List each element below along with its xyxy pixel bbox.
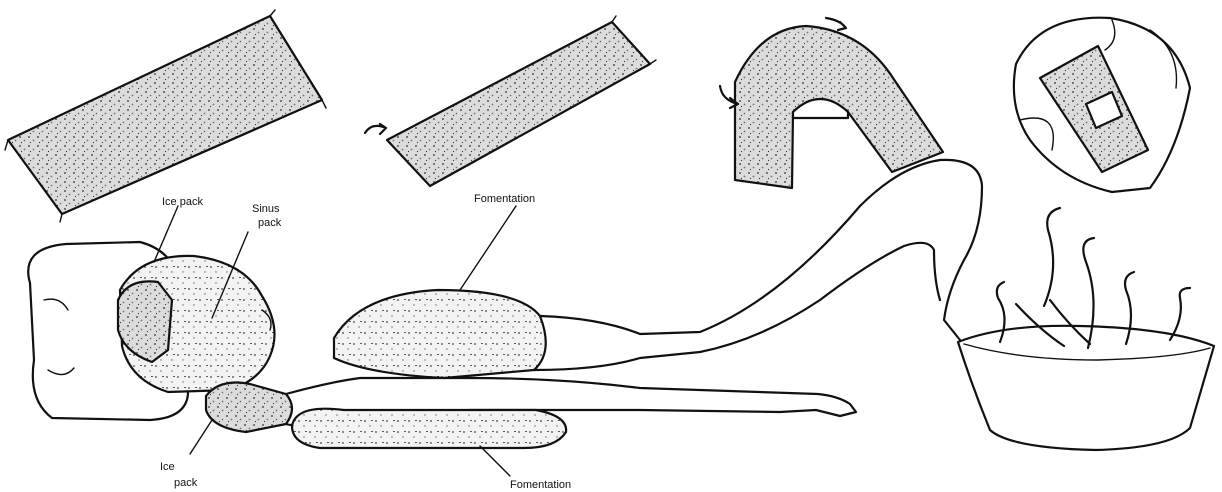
towel-folding (365, 16, 656, 186)
fomentation-back (292, 409, 566, 448)
fold-arrow-icon (826, 18, 846, 30)
leader-fomentation-top (460, 206, 516, 290)
label-sinus-pack-line2: pack (258, 217, 282, 229)
fomentation-chest (334, 290, 546, 378)
label-fomentation-bottom: Fomentation (510, 479, 571, 491)
label-ice-pack-bottom-line2: pack (174, 477, 198, 489)
label-sinus-pack-line1: Sinus (252, 203, 280, 215)
patient-body (286, 160, 982, 448)
label-ice-pack-bottom-line1: Ice (160, 461, 175, 473)
towel-flat (5, 10, 326, 222)
towel-u-fold (720, 18, 943, 188)
fold-arrow-icon (365, 124, 386, 134)
towel-wrapped (1014, 18, 1190, 192)
leader-fomentation-bottom (480, 446, 510, 476)
label-fomentation-top: Fomentation (474, 193, 535, 205)
leader-ice-pack-bottom (190, 420, 212, 454)
patient-head (118, 256, 275, 392)
foot-bath (958, 208, 1214, 450)
leader-ice-pack-top (154, 206, 178, 262)
label-ice-pack-top: Ice pack (162, 196, 203, 208)
ice-pack-neck (206, 383, 292, 433)
